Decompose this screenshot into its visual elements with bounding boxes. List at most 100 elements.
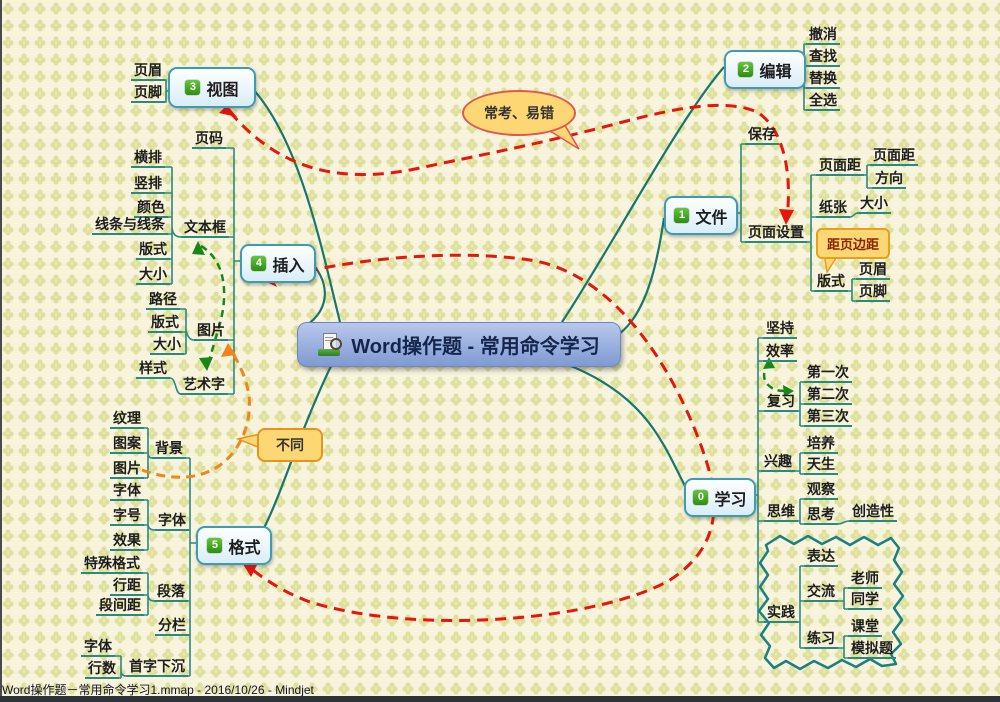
format-paragraph-label[interactable]: 段落 [154,583,188,602]
status-bar: Word操作题－常用命令学习1.mmap - 2016/10/26 - Mind… [2,683,314,697]
central-topic[interactable]: Word操作题 - 常用命令学习 [297,322,621,367]
topic-edit-badge: 2 [738,62,754,77]
ps-paper-label[interactable]: 纸张 [816,199,850,218]
textbox-size-label[interactable]: 大小 [136,266,170,285]
central-topic-title: Word操作题 - 常用命令学习 [351,336,600,358]
topic-edit[interactable]: 2 编辑 [724,50,806,89]
interest-innate-label[interactable]: 天生 [804,456,838,475]
insert-picture-label[interactable]: 图片 [194,322,228,341]
ps-margin-margin-label[interactable]: 页面距 [870,147,918,166]
topic-format[interactable]: 5 格式 [196,526,272,565]
view-footer-label[interactable]: 页脚 [131,84,165,103]
textbox-horizontal-label[interactable]: 横排 [131,149,165,168]
topic-study[interactable]: 0 学习 [684,478,756,517]
textbox-color-label[interactable]: 颜色 [134,199,168,218]
thinking-creativity-label[interactable]: 创造性 [849,503,897,522]
topic-insert-badge: 4 [251,256,267,271]
study-thinking-label[interactable]: 思维 [764,503,798,522]
study-efficiency-label[interactable]: 效率 [763,343,797,362]
ps-layout-label[interactable]: 版式 [814,273,848,292]
format-columns-label[interactable]: 分栏 [155,617,189,636]
format-background-label[interactable]: 背景 [152,440,186,459]
green-relationships [200,244,791,393]
branch-file-line [618,217,666,335]
practice-communicate-label[interactable]: 交流 [804,583,838,602]
format-font-label[interactable]: 字体 [155,512,189,531]
dropcap-font-label[interactable]: 字体 [81,638,115,657]
textbox-lines-label[interactable]: 线条与线条 [92,216,168,235]
window-bottom-border [0,696,1000,702]
wordart-style-label[interactable]: 样式 [136,360,170,379]
topic-file[interactable]: 1 文件 [664,196,738,235]
document-search-icon [318,333,343,356]
study-interest-label[interactable]: 兴趣 [761,453,795,472]
practice-exercise-label[interactable]: 练习 [804,630,838,649]
font-effect-label[interactable]: 效果 [110,532,144,551]
communicate-classmate-label[interactable]: 同学 [848,591,882,610]
branch-lines [251,66,725,529]
exercise-class-label[interactable]: 课堂 [848,618,882,637]
review-first-label[interactable]: 第一次 [804,364,852,383]
topic-format-label: 格式 [228,539,261,557]
branch-edit-line [561,66,725,323]
ps-paper-size-label[interactable]: 大小 [857,195,891,214]
topic-insert[interactable]: 4 插入 [240,244,316,283]
edit-selectall-label[interactable]: 全选 [806,92,840,111]
insert-wordart-label[interactable]: 艺术字 [180,376,228,395]
orange-arrowhead [221,343,236,357]
edit-find-label[interactable]: 查找 [806,48,840,67]
format-dropcap-label[interactable]: 首字下沉 [126,658,188,677]
branch-view-line [251,87,342,323]
topic-study-label: 学习 [714,491,747,509]
thinking-observe-label[interactable]: 观察 [804,481,838,500]
practice-express-label[interactable]: 表达 [804,548,838,567]
relationship-textbox-wordart [200,244,226,367]
review-third-label[interactable]: 第三次 [804,408,852,427]
ps-margin-direction-label[interactable]: 方向 [872,170,906,189]
background-picture-label[interactable]: 图片 [110,460,144,479]
insert-textbox-label[interactable]: 文本框 [181,219,229,238]
topic-view-label: 视图 [206,81,239,99]
ps-margin-label[interactable]: 页面距 [816,157,864,176]
window-left-border [0,0,2,702]
file-save-label[interactable]: 保存 [745,126,779,145]
background-pattern-label[interactable]: 图案 [110,435,144,454]
ps-layout-header-label[interactable]: 页眉 [856,261,890,280]
font-family-label[interactable]: 字体 [110,482,144,501]
font-size-label[interactable]: 字号 [110,507,144,526]
picture-layout-label[interactable]: 版式 [148,314,182,333]
insert-page-number-label[interactable]: 页码 [192,130,226,149]
topic-insert-label: 插入 [272,257,305,275]
topic-view[interactable]: 3 视图 [168,67,256,108]
communicate-teacher-label[interactable]: 老师 [848,570,882,589]
view-header-label[interactable]: 页眉 [131,62,165,81]
exam-callout[interactable]: 常考、易错 [462,90,576,136]
margin-callout[interactable]: 距页边距 [816,228,890,259]
study-practice-label[interactable]: 实践 [764,604,798,623]
relationship-view-pagesetup [228,103,790,219]
picture-path-label[interactable]: 路径 [146,291,180,310]
edit-undo-label[interactable]: 撤消 [806,26,840,45]
paragraph-spacing-label[interactable]: 段间距 [96,597,144,616]
different-callout[interactable]: 不同 [257,428,323,462]
study-persist-label[interactable]: 坚持 [763,320,797,339]
picture-size-label[interactable]: 大小 [150,336,184,355]
thinking-think-label[interactable]: 思考 [804,506,838,525]
paragraph-special-label[interactable]: 特殊格式 [81,555,143,574]
ps-layout-footer-label[interactable]: 页脚 [856,283,890,302]
green-arrowheads [192,241,794,397]
edit-replace-label[interactable]: 替换 [806,70,840,89]
exercise-mock-label[interactable]: 模拟题 [848,640,896,659]
paragraph-linespacing-label[interactable]: 行距 [110,577,144,596]
background-texture-label[interactable]: 纹理 [110,410,144,429]
study-review-label[interactable]: 复习 [764,393,798,412]
dropcap-lines-label[interactable]: 行数 [85,660,119,679]
interest-cultivate-label[interactable]: 培养 [804,435,838,454]
review-second-label[interactable]: 第二次 [804,386,852,405]
topic-view-badge: 3 [185,80,201,95]
relationship-efficiency-review [762,361,791,393]
textbox-vertical-label[interactable]: 竖排 [131,175,165,194]
relationship-bgpicture-insertpicture [141,349,251,479]
file-page-setup-label[interactable]: 页面设置 [745,224,807,243]
textbox-layout-label[interactable]: 版式 [136,241,170,260]
